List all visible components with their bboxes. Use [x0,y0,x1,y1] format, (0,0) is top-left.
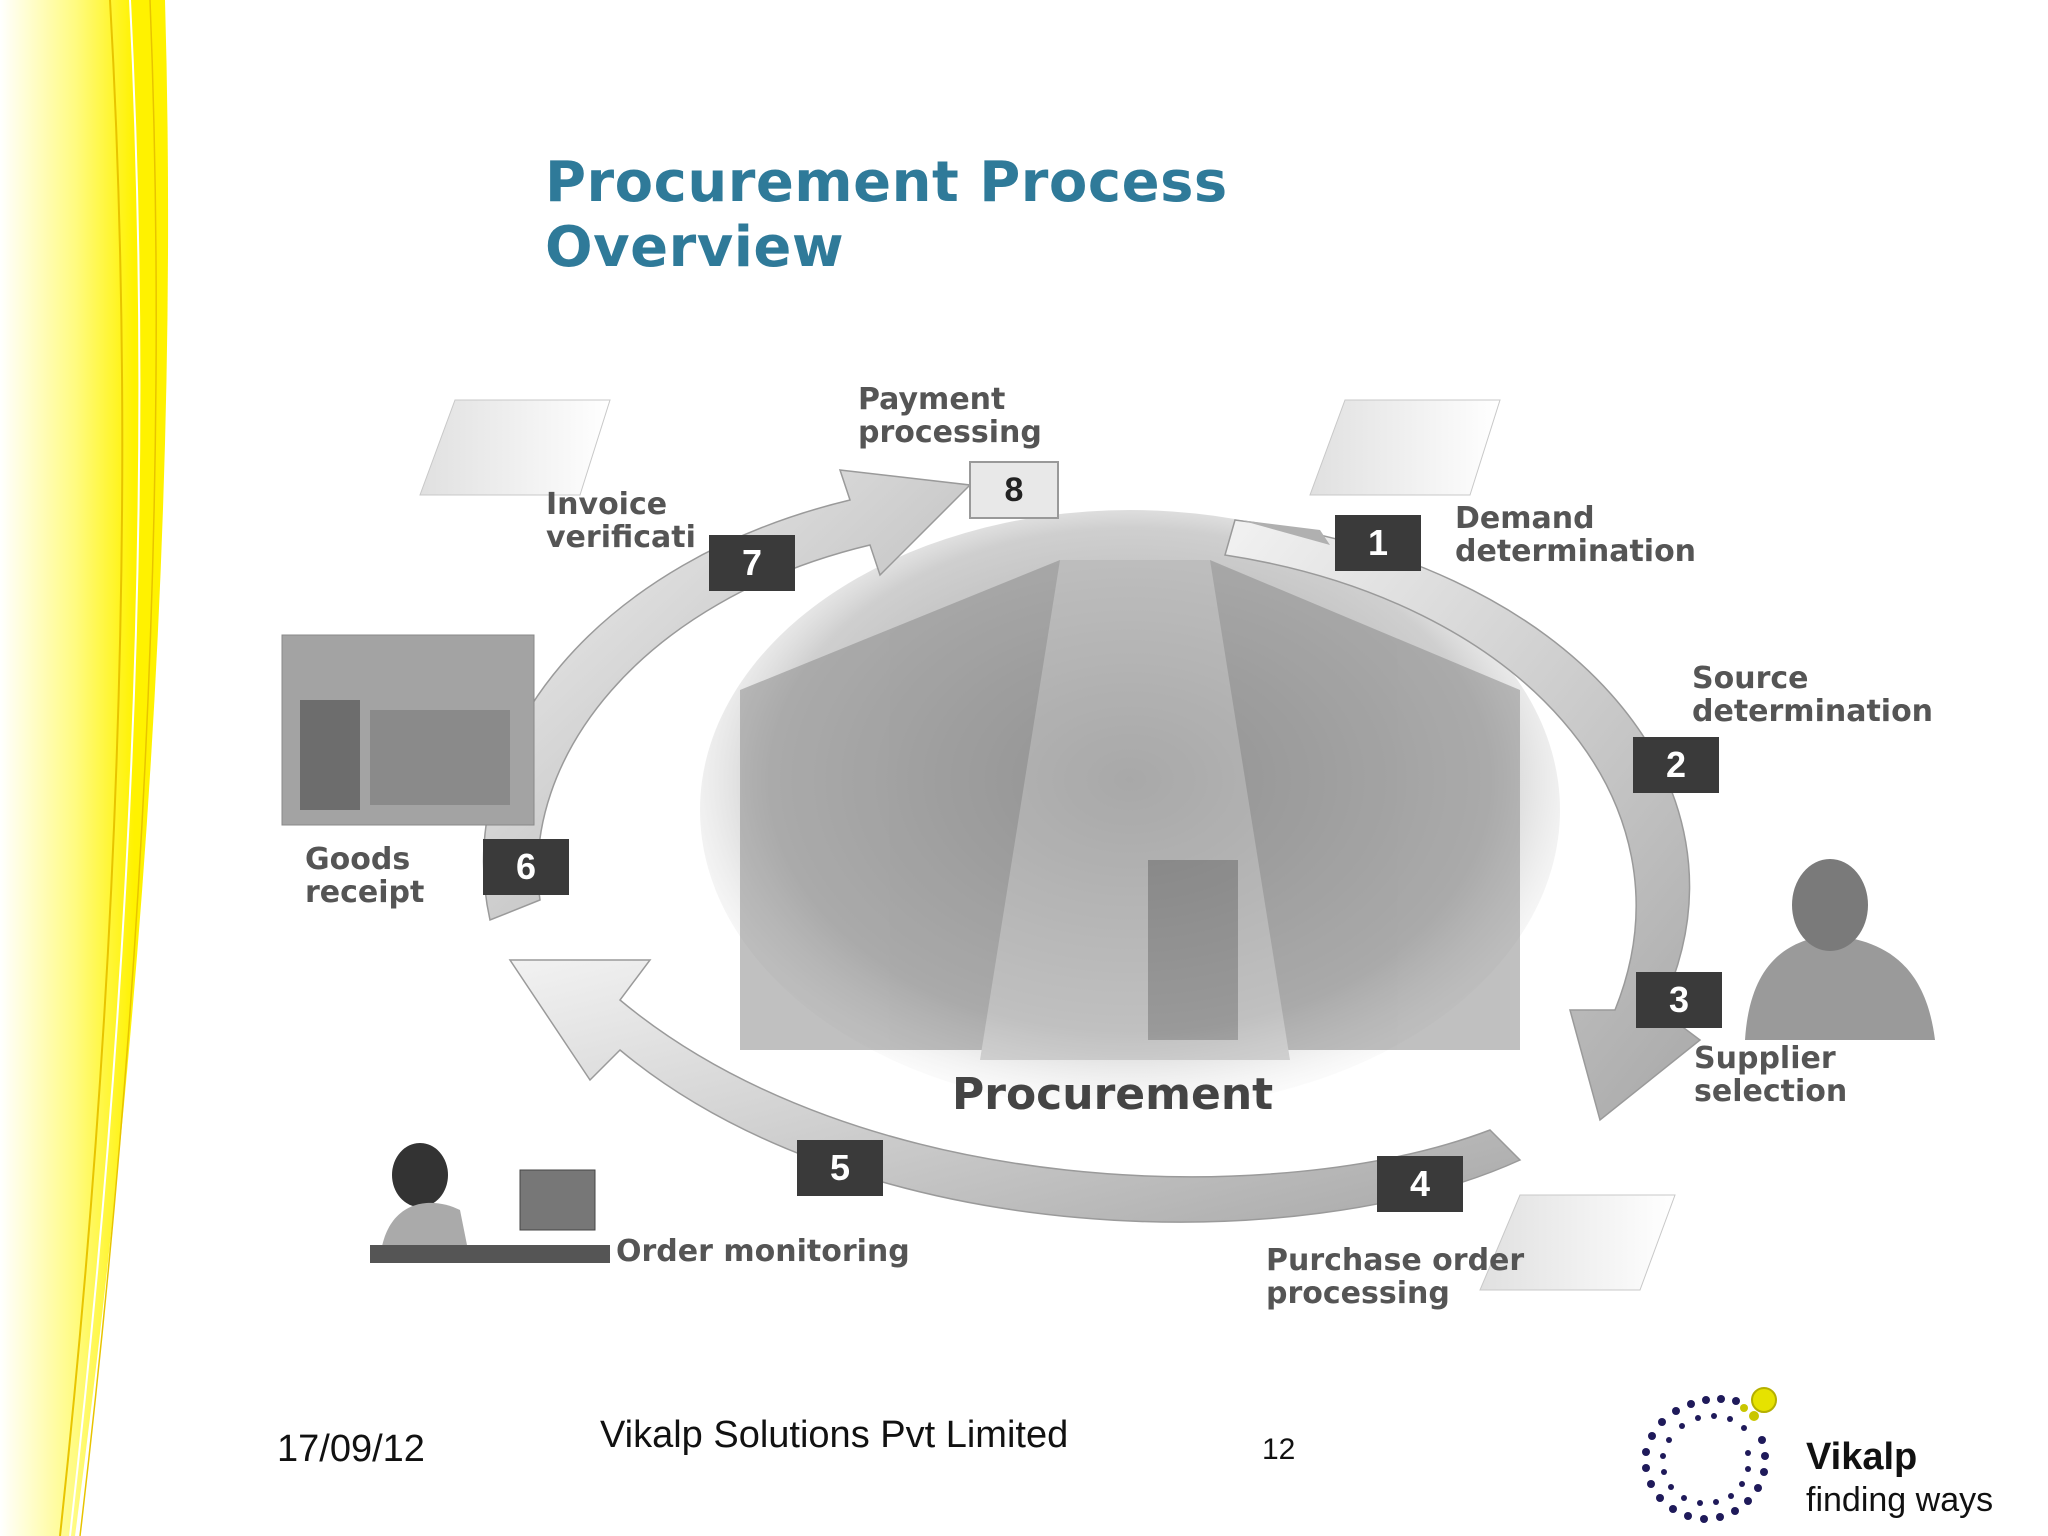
step-7-box: 7 [709,535,795,591]
slide-title: Procurement Process Overview [545,150,1228,280]
logo-tagline: finding ways [1806,1481,1994,1519]
order-monitoring-person-image [370,1143,610,1263]
cycle-arrow-bottom [508,959,1522,1223]
step-1-box: 1 [1335,515,1421,571]
yellow-side-band [0,0,169,1536]
warehouse-shelves [740,560,1520,1060]
step-8-box: 8 [969,461,1059,519]
footer-company: Vikalp Solutions Pvt Limited [600,1414,1069,1456]
step-2-box: 2 [1633,737,1719,793]
logo-name: Vikalp [1806,1436,1918,1478]
step-4-box: 4 [1377,1156,1463,1212]
supplier-person-image [1745,859,1935,1040]
step-3-box: 3 [1636,972,1722,1028]
footer-page-number: 12 [1262,1433,1296,1466]
footer-date: 17/09/12 [277,1428,425,1470]
step-6-box: 6 [483,839,569,895]
document-slip-bottom-right [1479,1194,1676,1291]
document-slip-top-left [419,399,611,496]
step-5-box: 5 [797,1140,883,1196]
document-slip-top-right [1309,399,1501,496]
step-5-label: Order monitoring [616,1234,910,1269]
cycle-arrow-top [1240,520,1330,545]
center-procurement-label: Procurement [952,1069,1274,1120]
cycle-arrow-right [1224,519,1702,1122]
vikalp-logo-icon [1642,1387,1777,1523]
